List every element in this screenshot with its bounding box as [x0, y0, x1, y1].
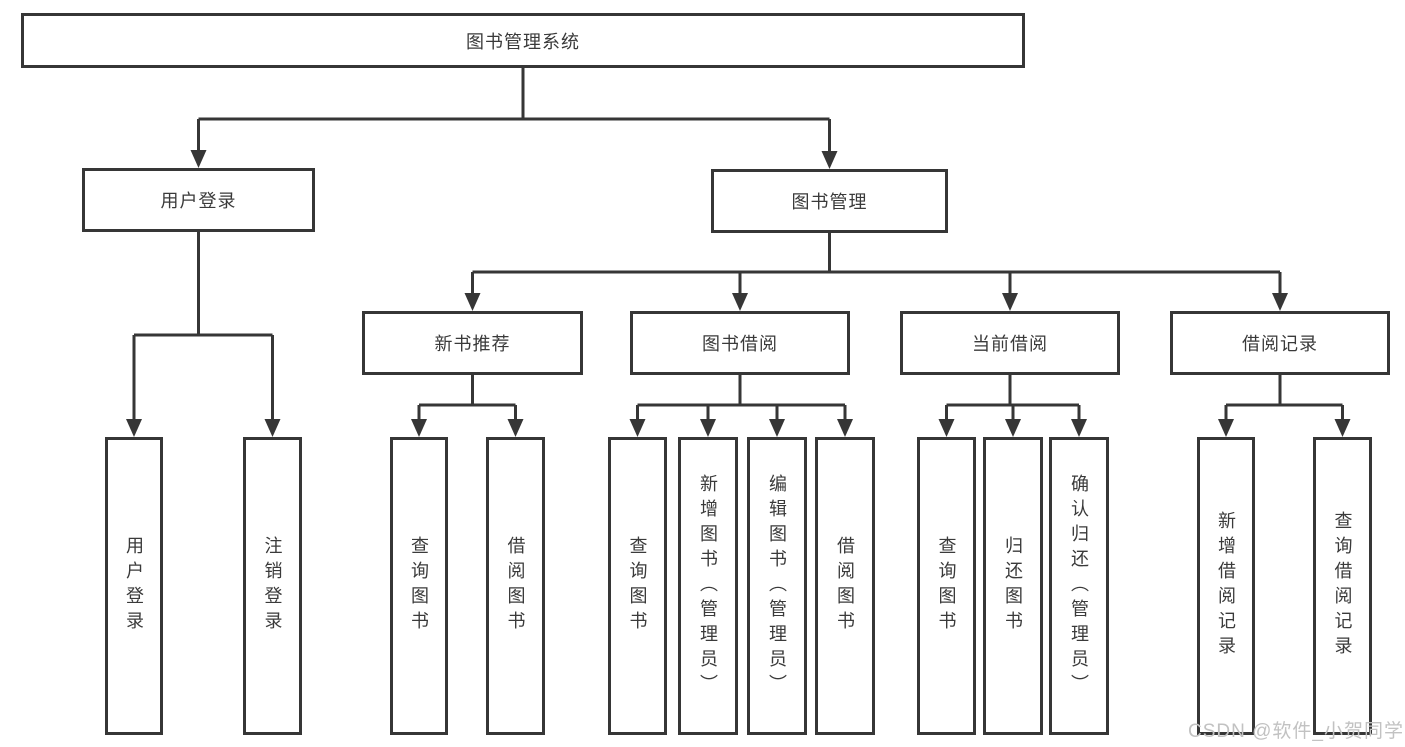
node-leaf-query-borrow-record: 查询借阅记录 — [1313, 437, 1372, 735]
arrow-down-icon — [732, 293, 748, 311]
node-label: 查询图书 — [936, 536, 957, 636]
node-leaf-logout: 注销登录 — [243, 437, 302, 735]
connector-records-children — [1218, 375, 1351, 437]
node-new-book-recommend: 新书推荐 — [362, 311, 583, 375]
arrow-down-icon — [264, 419, 281, 437]
node-label: 借阅图书 — [835, 536, 855, 636]
node-leaf-return-books: 归还图书 — [983, 437, 1043, 735]
node-leaf-borrow-books: 借阅图书 — [815, 437, 875, 735]
node-label: 注销登录 — [262, 536, 283, 636]
node-label: 图书借阅 — [702, 334, 778, 354]
arrow-down-icon — [837, 419, 853, 437]
connector-userlogin-children — [126, 232, 281, 437]
connector-borrow-children — [629, 375, 853, 437]
node-leaf-query-books: 查询图书 — [917, 437, 976, 735]
arrow-down-icon — [1334, 419, 1351, 437]
node-label: 借阅图书 — [505, 536, 526, 636]
arrow-down-icon — [938, 419, 955, 437]
arrow-down-icon — [1005, 419, 1021, 437]
node-root-system: 图书管理系统 — [21, 13, 1025, 68]
arrow-down-icon — [1002, 293, 1018, 311]
node-label: 查询图书 — [627, 536, 648, 636]
node-borrow-records: 借阅记录 — [1170, 311, 1390, 375]
node-root-label: 图书管理系统 — [466, 31, 580, 52]
arrow-down-icon — [411, 419, 427, 437]
node-leaf-user-login: 用户登录 — [105, 437, 163, 735]
connector-bookmgmt-to-groups — [464, 233, 1288, 311]
node-leaf-borrow-books: 借阅图书 — [486, 437, 545, 735]
arrow-down-icon — [126, 419, 142, 437]
node-book-management-branch: 图书管理 — [711, 169, 948, 233]
node-current-borrow: 当前借阅 — [900, 311, 1120, 375]
node-label: 用户登录 — [160, 191, 237, 211]
node-label: 当前借阅 — [972, 334, 1048, 354]
arrow-down-icon — [190, 150, 207, 168]
node-leaf-add-borrow-record: 新增借阅记录 — [1197, 437, 1255, 735]
arrow-down-icon — [1218, 419, 1234, 437]
node-label: 图书管理 — [791, 192, 868, 212]
node-leaf-edit-books-admin: 编辑图书（管理员） — [747, 437, 807, 735]
arrow-down-icon — [769, 419, 785, 437]
node-label: 新书推荐 — [434, 334, 511, 354]
node-label: 新增借阅记录 — [1216, 511, 1236, 661]
node-user-login-branch: 用户登录 — [82, 168, 315, 232]
node-book-borrow: 图书借阅 — [630, 311, 850, 375]
node-label: 用户登录 — [124, 536, 144, 636]
arrow-down-icon — [1272, 293, 1288, 311]
node-leaf-confirm-return-admin: 确认归还（管理员） — [1049, 437, 1109, 735]
node-label: 确认归还（管理员） — [1069, 473, 1089, 699]
arrow-down-icon — [821, 151, 838, 169]
arrow-down-icon — [700, 419, 716, 437]
node-leaf-add-books-admin: 新增图书（管理员） — [678, 437, 738, 735]
node-label: 查询图书 — [409, 536, 429, 636]
arrow-down-icon — [1071, 419, 1087, 437]
node-label: 编辑图书（管理员） — [767, 473, 787, 699]
node-label: 新增图书（管理员） — [698, 473, 718, 699]
node-leaf-query-books: 查询图书 — [390, 437, 448, 735]
node-label: 查询借阅记录 — [1332, 511, 1353, 661]
csdn-watermark: CSDN @软件_小贺同学 — [1188, 721, 1404, 742]
node-leaf-query-books: 查询图书 — [608, 437, 667, 735]
arrow-down-icon — [629, 419, 646, 437]
arrow-down-icon — [507, 419, 524, 437]
node-label: 归还图书 — [1003, 536, 1023, 636]
connector-current-children — [938, 375, 1087, 437]
connector-root-to-level2 — [190, 68, 838, 169]
connector-newbook-children — [411, 375, 524, 437]
arrow-down-icon — [464, 293, 481, 311]
node-label: 借阅记录 — [1242, 334, 1318, 354]
